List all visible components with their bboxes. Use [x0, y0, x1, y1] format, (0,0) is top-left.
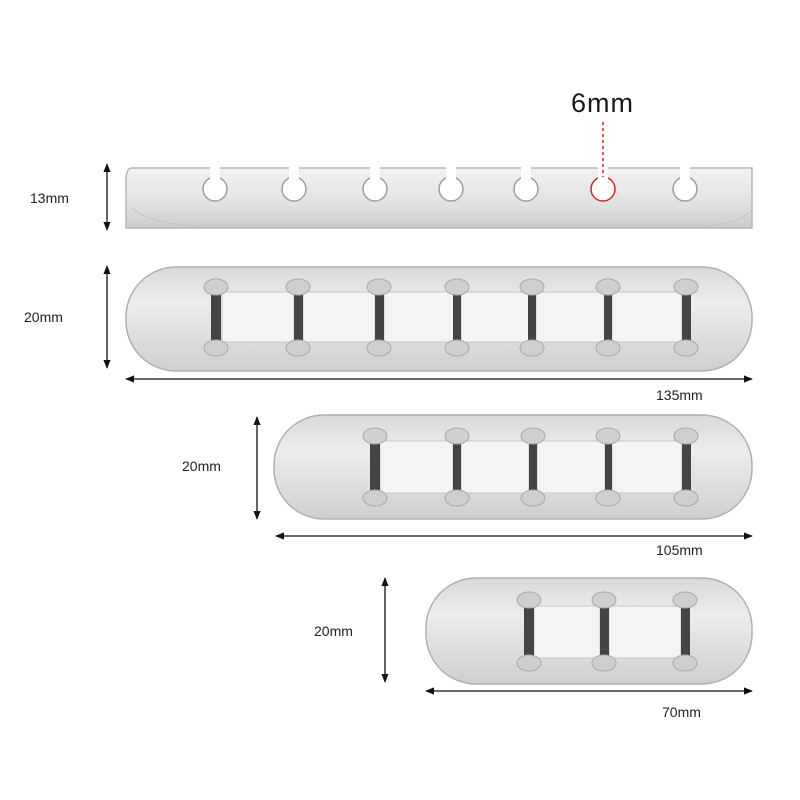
long-organizer [125, 266, 753, 372]
side-height-label: 13mm [30, 190, 69, 206]
medium-organizer [273, 414, 753, 520]
short-organizer [425, 577, 753, 685]
long-height-label: 20mm [24, 309, 63, 325]
medium-height-label: 20mm [182, 458, 221, 474]
highlighted-hole [590, 176, 616, 202]
short-length-label: 70mm [662, 704, 701, 720]
dimension-arrows [103, 163, 753, 695]
short-height-label: 20mm [314, 623, 353, 639]
side-view-holes [202, 176, 698, 202]
long-length-label: 135mm [656, 387, 703, 403]
hole-diameter-label: 6mm [571, 88, 634, 118]
medium-length-label: 105mm [656, 542, 703, 558]
side-view-organizer [125, 163, 753, 229]
